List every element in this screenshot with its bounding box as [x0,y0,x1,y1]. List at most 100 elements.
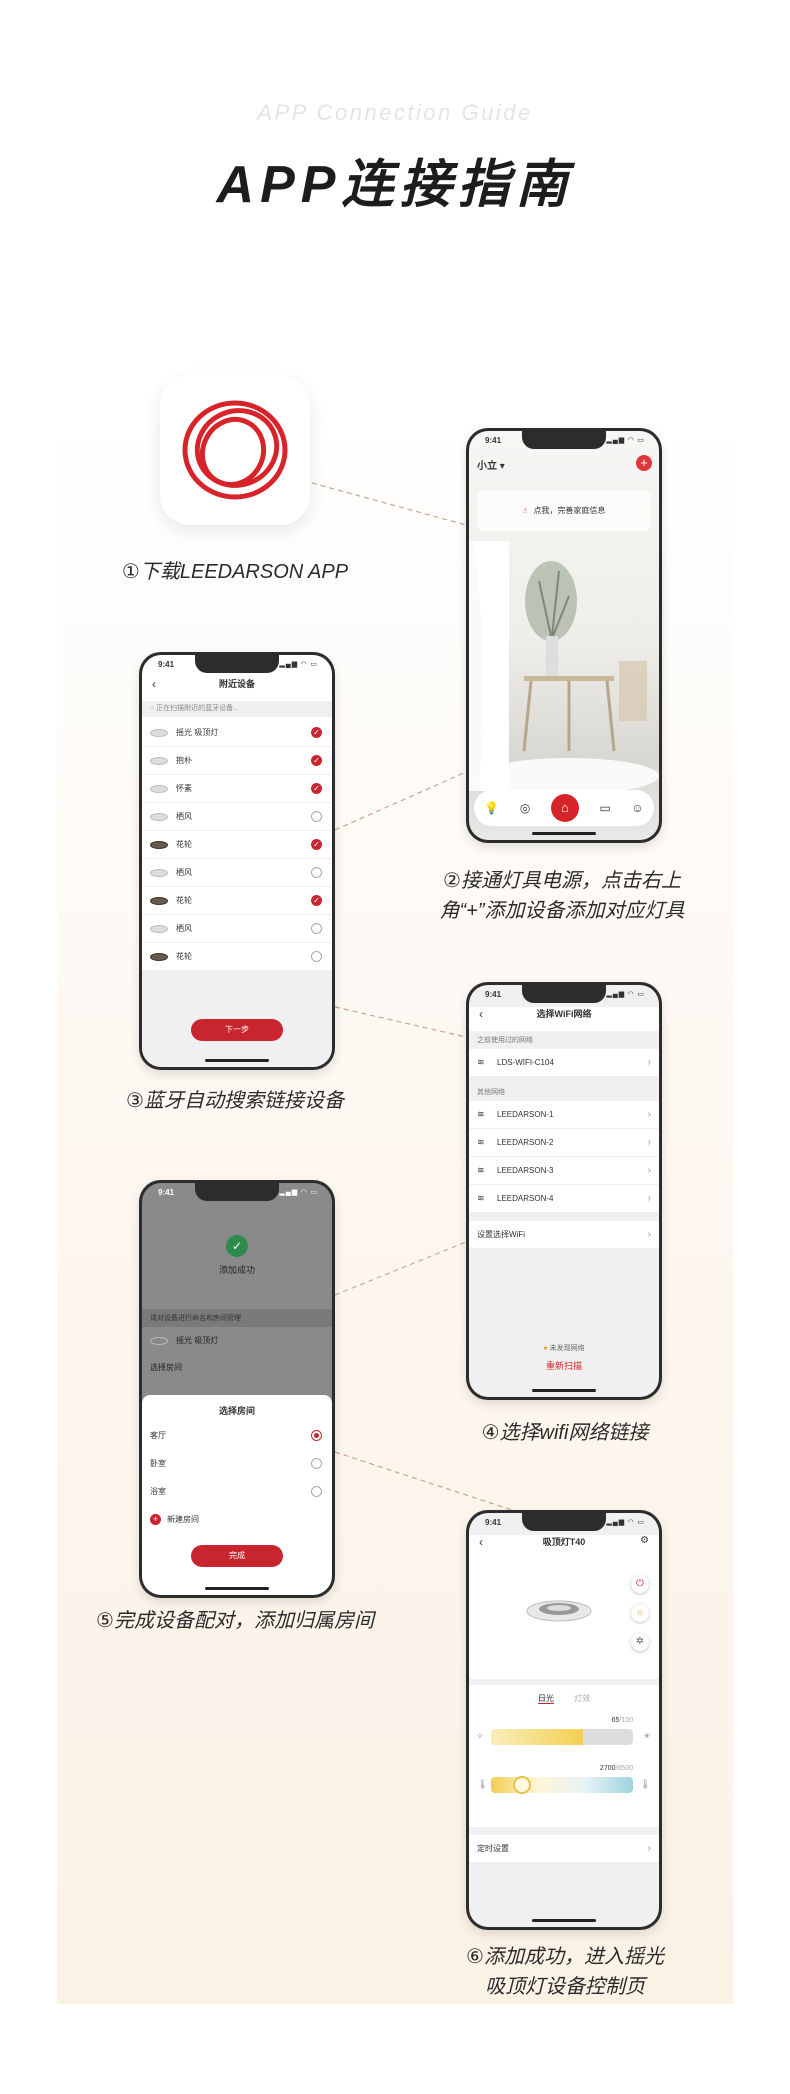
step-2-caption: ②接通灯具电源，点击右上 角“+”添加设备添加对应灯具 [439,870,685,922]
device-name: 栖风 [176,812,192,821]
home-selector[interactable]: 小立 ▾ [477,461,505,472]
device-row[interactable]: 怀素✓ [142,775,332,803]
step-1-caption: ①下载LEEDARSON APP [121,561,349,583]
brightness-slider[interactable] [491,1729,633,1745]
sun-mode-icon[interactable]: ☼ [631,1604,649,1622]
radio-icon[interactable] [311,1429,322,1441]
unchecked-icon[interactable] [311,923,322,934]
message-icon[interactable]: ▭ [599,801,611,815]
device-row[interactable]: 花轮 ✓ [142,887,332,915]
other-networks-label: 其他网络 [469,1083,659,1101]
room-list: 客厅卧室浴室 [142,1421,332,1505]
tab-light-effect[interactable]: 灯效 [574,1694,591,1703]
checked-icon[interactable]: ✓ [311,783,322,794]
lamp-thumbnail-icon [150,784,168,793]
family-info-card[interactable]: ☝点我，完善家庭信息 [477,491,651,531]
leedarson-logo-icon [182,400,288,500]
choose-room-row[interactable]: 选择房间 [150,1363,182,1372]
tab-daylight[interactable]: 日光 [537,1694,554,1704]
device-row[interactable]: 抱朴✓ [142,747,332,775]
room-name: 卧室 [150,1458,166,1468]
phone-room-select: 9:41▂▄▆ ◠ ▭ ✓ 添加成功 请对设备进行命名和房间管理 摇光 吸顶灯 … [139,1180,335,1598]
unchecked-icon[interactable] [311,811,322,822]
device-name: 花轮 [176,840,192,849]
room-name: 浴室 [150,1486,166,1496]
checked-icon[interactable]: ✓ [311,727,322,738]
back-icon[interactable]: ‹ [152,677,156,691]
wifi-name: LEEDARSON-4 [497,1194,554,1203]
checked-icon[interactable]: ✓ [311,895,322,906]
add-device-button[interactable]: + [636,455,652,471]
device-row[interactable]: 花轮 [142,943,332,971]
device-row[interactable]: 栖风 [142,915,332,943]
wifi-icon: ≋ [477,1137,485,1147]
timer-setting-row[interactable]: 定时设置› [469,1835,659,1863]
radio-icon[interactable] [311,1457,322,1469]
power-icon[interactable]: ⏻ [631,1575,649,1593]
home-icon[interactable]: ⌂ [550,794,579,822]
room-row[interactable]: 浴室 [142,1477,332,1505]
leedarson-app-icon[interactable] [160,375,310,525]
unchecked-icon[interactable] [311,951,322,962]
device-title: 吸顶灯T40 [542,1537,586,1547]
page-subtitle: APP Connection Guide [257,100,533,125]
wifi-icon: ≋ [477,1109,485,1119]
next-step-button[interactable]: 下一步 [191,1019,283,1041]
wifi-row[interactable]: ≋LEEDARSON-4› [469,1185,659,1213]
phone-device-control: 9:41▂▄▆ ◠ ▭ ‹吸顶灯T40⚙ ⏻ ☼ ✲ 日光 灯效 65/100 … [466,1510,662,1930]
device-row[interactable]: 花轮 ✓ [142,831,332,859]
device-row[interactable]: 摇光 吸顶灯✓ [142,719,332,747]
device-row[interactable]: 栖风 [142,859,332,887]
add-room-icon: + [150,1513,161,1525]
back-icon[interactable]: ‹ [479,1007,483,1021]
chevron-right-icon: › [647,1165,651,1176]
ceiling-lamp-image [526,1600,592,1622]
bottom-tab-bar: 💡 ◎ ⌂ ▭ ☺ [474,790,654,826]
fan-icon[interactable]: ✲ [631,1633,649,1651]
lamp-thumbnail-icon [150,756,168,765]
device-name-row[interactable]: 摇光 吸顶灯 [142,1329,332,1353]
success-text: 添加成功 [218,1265,255,1275]
light-panel: 日光 灯效 65/100 ✧ ☀ 2700/6500 🌡 🌡 [469,1685,659,1827]
profile-icon[interactable]: ☺ [631,801,644,815]
naming-hint: 请对设备进行命名和房间管理 [142,1309,332,1327]
wifi-icon: ≋ [477,1165,485,1175]
wifi-network-list: ≋LEEDARSON-1›≋LEEDARSON-2›≋LEEDARSON-3›≋… [469,1101,659,1213]
lamp-thumbnail-icon [150,728,168,737]
wifi-row[interactable]: ≋LEEDARSON-1› [469,1101,659,1129]
scanning-status: ◌ 正在扫描附近的蓝牙设备... [142,701,332,717]
loading-icon: ◌ [150,705,157,712]
device-name: 花轮 [176,952,192,961]
device-list: 摇光 吸顶灯✓抱朴✓怀素✓栖风花轮✓栖风花轮✓栖风花轮 [142,719,332,971]
done-button[interactable]: 完成 [191,1545,283,1567]
color-temperature-slider[interactable] [491,1776,633,1794]
wifi-name: LEEDARSON-2 [497,1138,554,1147]
wifi-title: 选择WiFi网络 [536,1009,592,1019]
success-check-icon: ✓ [226,1235,248,1257]
back-icon[interactable]: ‹ [479,1535,483,1549]
no-network-notice: ● 未发现网络 [543,1345,585,1352]
unchecked-icon[interactable] [311,867,322,878]
scene-icon[interactable]: ◎ [519,801,531,815]
lamp-thumbnail-icon [150,812,168,821]
room-row[interactable]: 客厅 [142,1421,332,1449]
radio-icon[interactable] [311,1485,322,1497]
room-sheet: 选择房间 客厅卧室浴室 +新建房间 完成 [142,1395,332,1595]
wifi-row-used[interactable]: ≋LDS-WIFI-C104› [469,1049,659,1077]
wifi-row[interactable]: ≋LEEDARSON-2› [469,1129,659,1157]
wifi-row[interactable]: ≋LEEDARSON-3› [469,1157,659,1185]
device-name: 栖风 [176,868,192,877]
checked-icon[interactable]: ✓ [311,755,322,766]
checked-icon[interactable]: ✓ [311,839,322,850]
device-row[interactable]: 栖风 [142,803,332,831]
settings-gear-icon[interactable]: ⚙ [640,1535,649,1546]
warning-icon: ● [543,1345,550,1352]
bulb-icon[interactable]: 💡 [484,801,500,815]
rescan-link[interactable]: 重新扫描 [545,1361,582,1371]
manual-wifi-row[interactable]: 设置选择WiFi› [469,1221,659,1249]
phone-nearby-devices: 9:41▂▄▆ ◠ ▭ ‹附近设备 ◌ 正在扫描附近的蓝牙设备... 摇光 吸顶… [139,652,335,1070]
new-room-row[interactable]: +新建房间 [142,1505,332,1533]
room-name: 客厅 [150,1430,166,1440]
room-row[interactable]: 卧室 [142,1449,332,1477]
device-name: 花轮 [176,896,192,905]
